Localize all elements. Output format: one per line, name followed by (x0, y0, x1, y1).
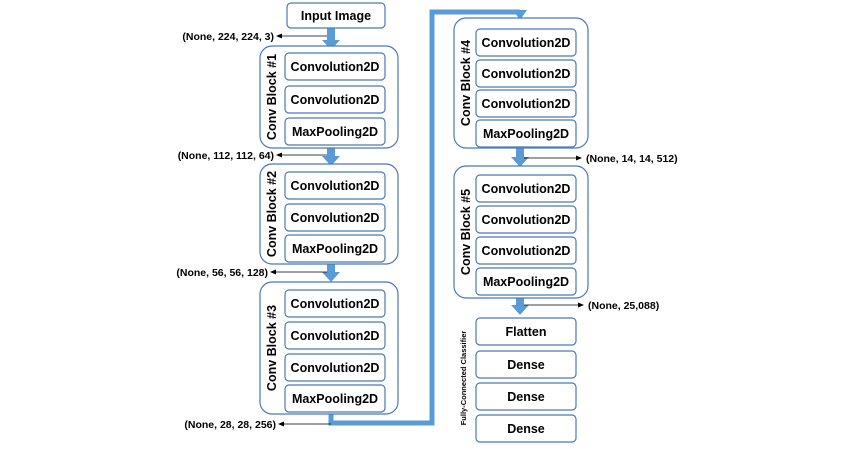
conv-block-3-label: Conv Block #3 (265, 305, 279, 391)
layer-label: Convolution2D (482, 244, 571, 258)
flow-arrow-block5 (516, 293, 524, 306)
layer-label: Convolution2D (482, 182, 571, 196)
shape-label-block5: (None, 25,088) (588, 300, 659, 312)
arrowhead-icon (278, 421, 284, 427)
shape-label-input: (None, 224, 224, 3) (182, 31, 274, 43)
shape-label-block2: (None, 56, 56, 128) (176, 267, 268, 279)
arrowhead-icon (576, 155, 582, 161)
layer-label: Convolution2D (291, 211, 380, 225)
arrowhead-icon (276, 152, 282, 158)
conv-block-4: Conv Block #4 Convolution2D Convolution2… (453, 17, 589, 149)
flow-connectors (322, 9, 529, 426)
layer-label: MaxPooling2D (292, 125, 378, 139)
conv-block-2: Conv Block #2 Convolution2D Convolution2… (259, 163, 399, 265)
shape-label-block4: (None, 14, 14, 512) (586, 153, 678, 165)
conv-block-1-label: Conv Block #1 (265, 54, 279, 140)
layer-label: Dense (507, 358, 545, 372)
input-image-label: Input Image (301, 9, 371, 23)
conv-block-5-label: Conv Block #5 (459, 189, 473, 275)
arrowhead-icon (270, 269, 276, 275)
shape-label-block1: (None, 112, 112, 64) (178, 150, 274, 162)
layer-label: MaxPooling2D (292, 392, 378, 406)
shape-label-block3: (None, 28, 28, 256) (184, 419, 276, 431)
layer-label: MaxPooling2D (483, 275, 569, 289)
flow-line-block3-to-block4 (328, 9, 520, 426)
conv-block-4-label: Conv Block #4 (459, 40, 473, 126)
flow-arrow-block2 (327, 260, 335, 273)
layer-label: MaxPooling2D (292, 242, 378, 256)
fully-connected-classifier: Fully-Connected Classifier Flatten Dense… (459, 317, 577, 443)
layer-label: Convolution2D (482, 213, 571, 227)
layer-label: Convolution2D (291, 60, 380, 74)
flow-arrow-input (327, 28, 335, 40)
conv-block-5: Conv Block #5 Convolution2D Convolution2… (453, 165, 589, 299)
layer-label: Dense (507, 422, 545, 436)
layer-label: MaxPooling2D (483, 127, 569, 141)
layer-label: Convolution2D (291, 329, 380, 343)
layer-label: Convolution2D (291, 93, 380, 107)
flow-arrow-block4 (516, 146, 524, 158)
layer-label: Flatten (506, 325, 547, 339)
layer-label: Convolution2D (482, 97, 571, 111)
layer-label: Convolution2D (482, 67, 571, 81)
layer-label: Dense (507, 390, 545, 404)
layer-label: Convolution2D (291, 179, 380, 193)
layer-label: Convolution2D (291, 361, 380, 375)
arrowhead-icon (578, 302, 584, 308)
classifier-label: Fully-Connected Classifier (459, 331, 468, 426)
arrowhead-icon (276, 33, 282, 39)
conv-block-2-label: Conv Block #2 (265, 171, 279, 257)
conv-block-3: Conv Block #3 Convolution2D Convolution2… (259, 281, 399, 415)
layer-label: Convolution2D (291, 297, 380, 311)
shape-callouts (270, 33, 584, 427)
conv-block-1: Conv Block #1 Convolution2D Convolution2… (259, 45, 399, 149)
flow-arrow-block1 (327, 145, 335, 157)
input-image-node: Input Image (286, 2, 386, 29)
layer-label: Convolution2D (482, 36, 571, 50)
shape-labels: (None, 224, 224, 3) (None, 112, 112, 64)… (176, 31, 677, 431)
